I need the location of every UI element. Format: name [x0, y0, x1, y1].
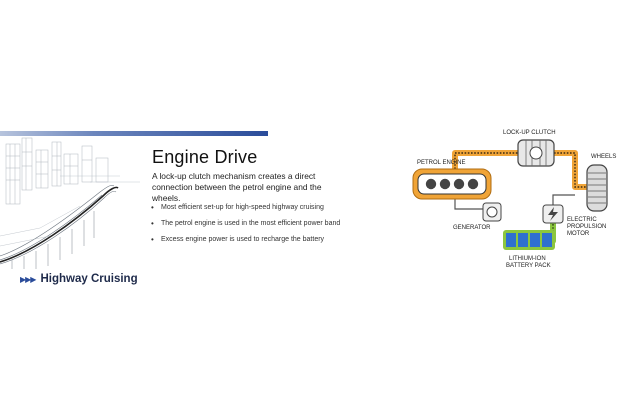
mechanical-power-path [452, 150, 587, 190]
feature-list: Most efficient set-up for high-speed hig… [150, 204, 370, 252]
scenario-caption: ▶▶▶ Highway Cruising [0, 269, 148, 289]
label-wheels: WHEELS [591, 154, 617, 160]
feature-item: The petrol engine is used in the most ef… [150, 220, 370, 228]
label-battery-line2: BATTERY PACK [506, 263, 551, 269]
feature-item: Most efficient set-up for high-speed hig… [150, 204, 370, 212]
label-battery-line1: LITHIUM-ION [509, 256, 546, 262]
wheels [586, 164, 608, 212]
powertrain-schematic [412, 139, 608, 250]
electric-motor [542, 204, 564, 224]
page-title: Engine Drive [152, 147, 258, 167]
label-petrol-engine: PETROL ENGINE [417, 160, 466, 166]
header-accent-bar [0, 131, 268, 136]
petrol-engine [412, 168, 492, 200]
lockup-clutch [517, 139, 555, 167]
mode-description: A lock-up clutch mechanism creates a dir… [152, 171, 322, 203]
battery-pack [503, 230, 555, 250]
scenario-label: Highway Cruising [40, 273, 138, 285]
highway-city-illustration [0, 137, 140, 270]
label-generator: GENERATOR [453, 225, 491, 231]
triple-arrow-icon: ▶▶▶ [20, 274, 37, 284]
label-motor-line2: PROPULSION [567, 224, 607, 230]
generator [482, 202, 502, 222]
powertrain-diagram: LOCK-UP CLUTCH PETROL ENGINE WHEELS GENE… [395, 125, 625, 300]
label-lockup-clutch: LOCK-UP CLUTCH [503, 130, 556, 136]
label-motor-line3: MOTOR [567, 231, 590, 237]
label-motor-line1: ELECTRIC [567, 217, 597, 223]
feature-item: Excess engine power is used to recharge … [150, 236, 370, 244]
